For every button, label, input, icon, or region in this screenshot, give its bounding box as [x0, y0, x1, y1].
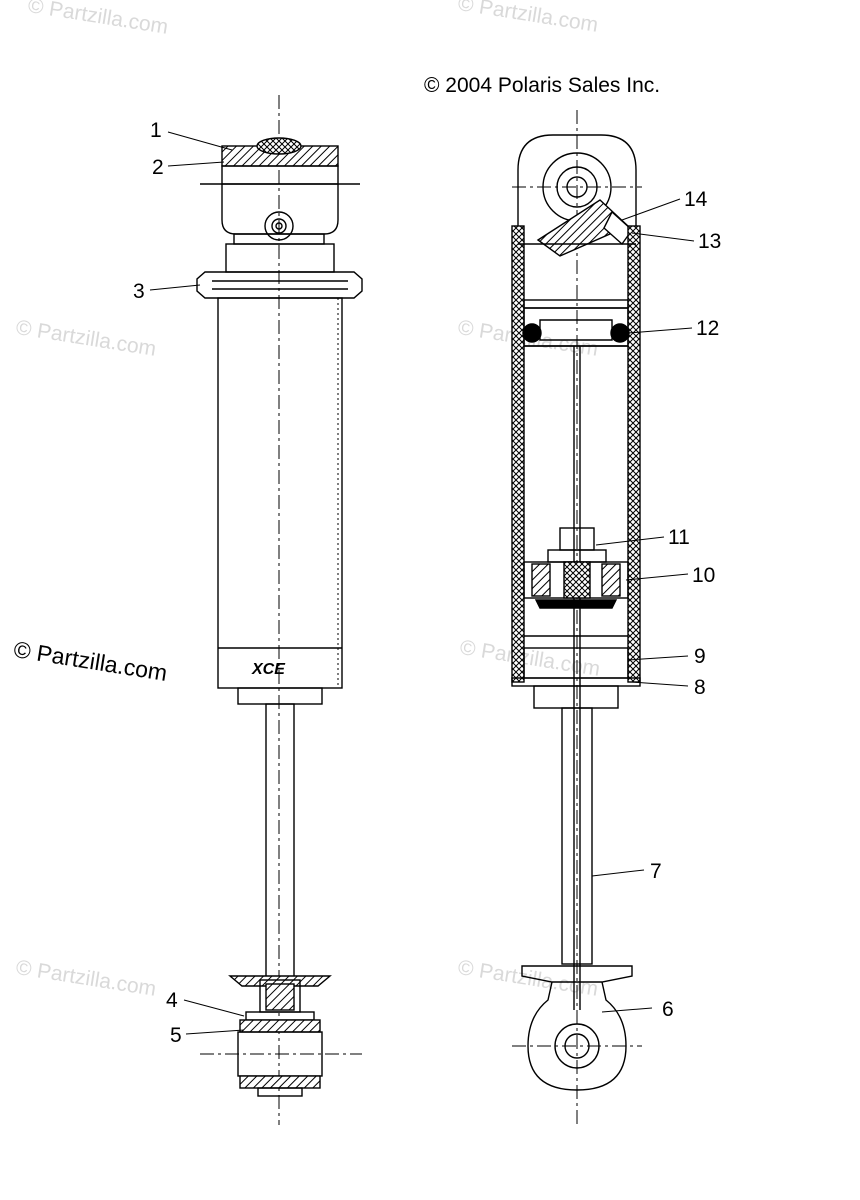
callout-1: 1	[150, 119, 162, 142]
callout-13: 13	[698, 230, 721, 253]
left-shock-exterior	[196, 95, 363, 1125]
callout-7: 7	[650, 860, 662, 883]
callout-2: 2	[152, 156, 164, 179]
callout-6: 6	[662, 998, 674, 1021]
callout-11: 11	[668, 526, 690, 549]
callout-4: 4	[166, 989, 178, 1012]
leader-lines	[149, 131, 695, 1035]
shock-decal: XCE	[251, 661, 286, 678]
callout-8: 8	[694, 676, 706, 699]
callout-3: 3	[133, 280, 145, 303]
right-shock-section	[511, 110, 642, 1125]
callout-14: 14	[684, 188, 708, 211]
callout-5: 5	[170, 1024, 182, 1047]
callout-12: 12	[696, 317, 719, 340]
callout-10: 10	[692, 564, 715, 587]
callout-9: 9	[694, 645, 706, 668]
callout-labels: 1 2 3 4 5 6 7 8 9 10 11 12 13 14	[133, 119, 721, 1047]
copyright-notice: © 2004 Polaris Sales Inc.	[424, 74, 661, 97]
